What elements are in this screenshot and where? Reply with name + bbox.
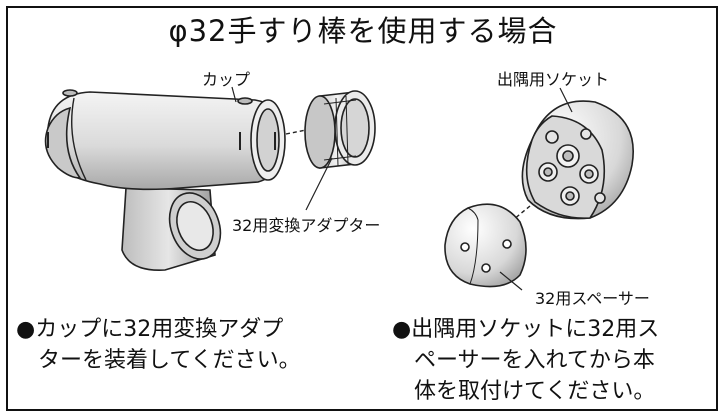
adapter-label: 32用変換アダプター [232, 216, 381, 235]
cup-part [44, 89, 286, 271]
adapter-part [304, 90, 376, 169]
note-right: ●出隅用ソケットに32用ス ペーサーを入れてから本 体を取付けてください。 [392, 317, 660, 404]
cup-label: カップ [202, 70, 251, 89]
adapter-leader-line [305, 157, 333, 211]
corner-socket-label: 出隅用ソケット [497, 70, 610, 89]
socket-leader-line [559, 87, 573, 113]
diagram-title: φ32手すり棒を使用する場合 [168, 14, 558, 48]
assembly-guide-line [285, 127, 317, 135]
spacer-leader-line [499, 271, 523, 291]
cup-leader-line [231, 86, 237, 103]
note-left: ●カップに32用変換アダプ ターを装着してください。 [16, 317, 301, 373]
spacer-label: 32用スペーサー [535, 289, 650, 308]
corner-socket-part [521, 100, 634, 220]
spacer-part [444, 203, 527, 288]
